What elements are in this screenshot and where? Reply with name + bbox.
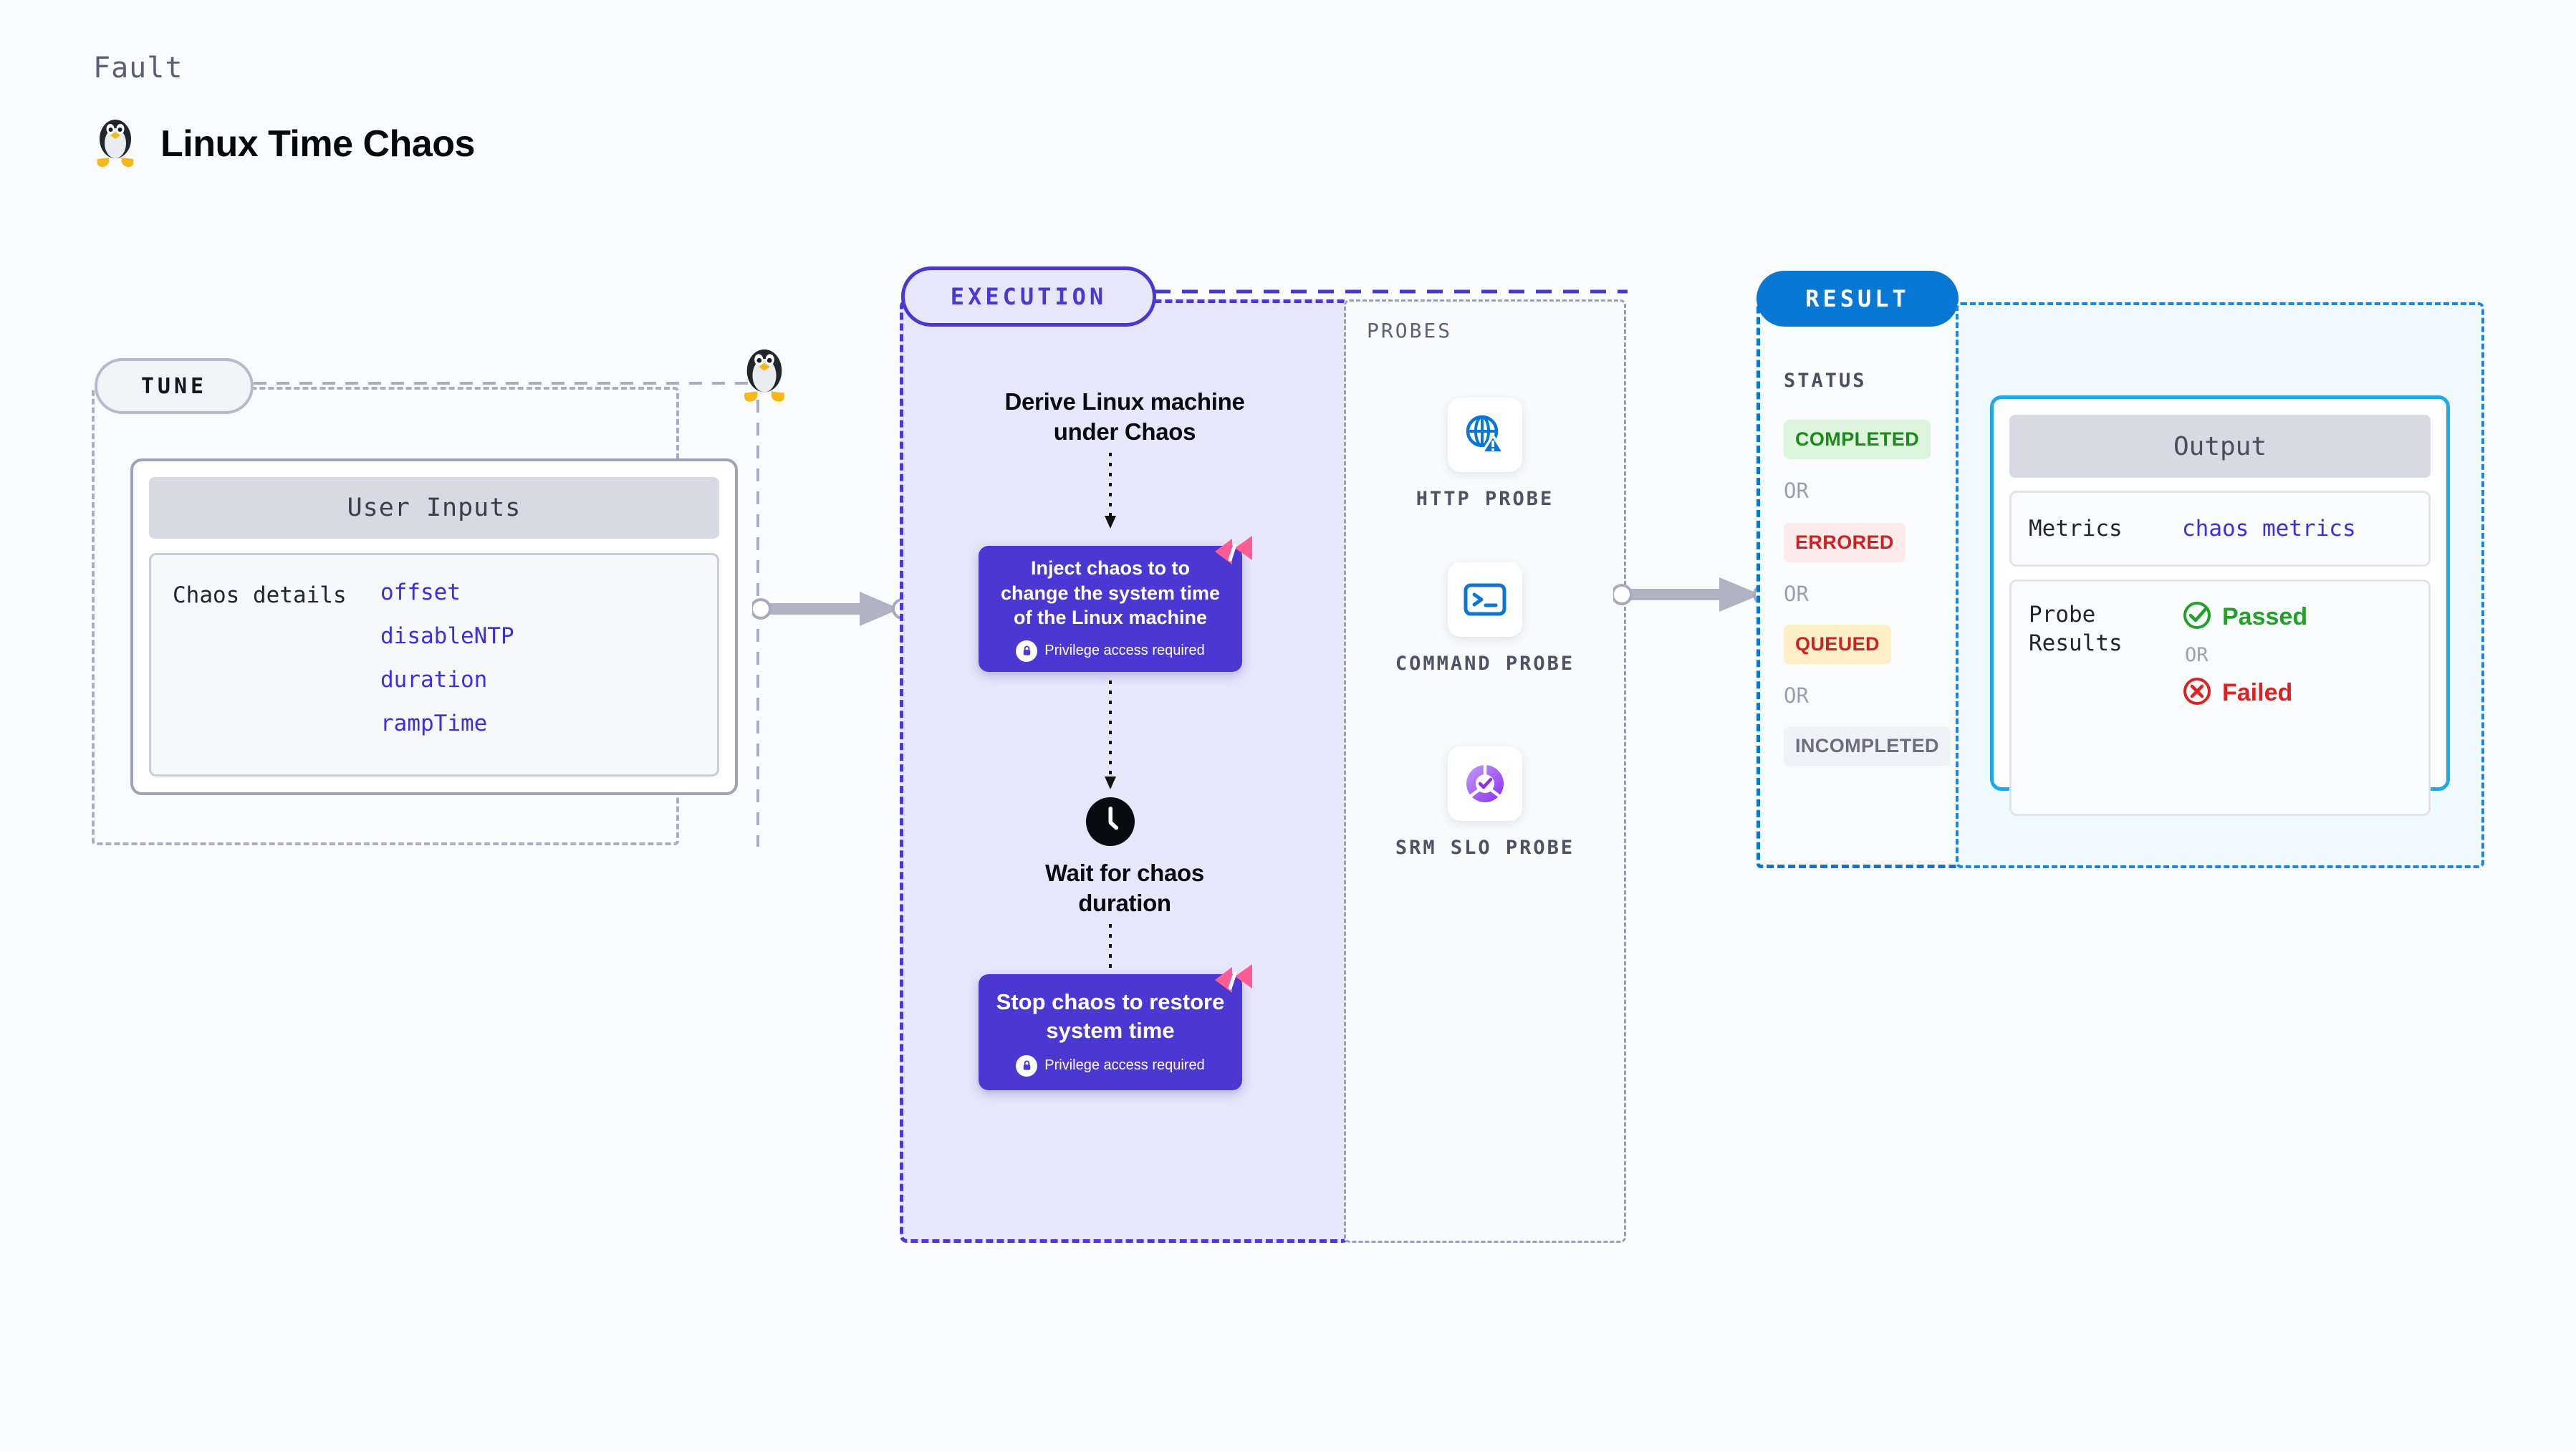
user-inputs-card: User Inputs Chaos details offset disable… [130,458,738,795]
chaos-details-row: Chaos details offset disableNTP duration… [149,553,719,777]
probe-http[interactable]: HTTP PROBE [1392,398,1578,512]
user-inputs-title: User Inputs [149,477,719,539]
page-kicker: Fault [93,52,183,85]
tune-to-penguin-connector [254,382,755,385]
lock-icon [1016,1054,1038,1077]
probes-label: PROBES [1367,319,1453,342]
probe-result-failed: Failed [2182,676,2307,710]
execution-pill: EXECUTION [901,266,1156,327]
probe-http-label: HTTP PROBE [1416,488,1554,510]
execution-step-wait-title: Wait for chaos duration [1045,860,1204,916]
stop-privilege-note: Privilege access required [1016,1054,1205,1077]
execution-step-derive-title: Derive Linux machine under Chaos [1004,388,1245,445]
execution-top-dash [1155,289,1628,294]
output-metrics-row: Metrics chaos metrics [2009,491,2431,567]
stop-privilege-text: Privilege access required [1044,1057,1205,1074]
result-pill: RESULT [1756,271,1959,327]
tune-right-edge [756,400,759,847]
lock-icon [1016,640,1038,662]
passed-label: Passed [2222,603,2308,630]
x-circle-icon [2182,676,2212,710]
stop-card-label: Stop chaos to restore system time [996,989,1225,1043]
page-title: Linux Time Chaos [160,122,475,165]
inject-card-label: Inject chaos to to change the system tim… [1000,557,1221,629]
clock-icon [1085,797,1135,850]
probe-command[interactable]: COMMAND PROBE [1392,562,1578,677]
arrow-inject-to-wait [1105,681,1116,789]
output-probe-results-row: Probe Results Passed OR [2009,580,2431,816]
output-card: Output Metrics chaos metrics Probe Resul… [1990,395,2450,816]
failed-label: Failed [2222,679,2293,706]
check-circle-icon [2182,600,2212,634]
output-title: Output [2009,415,2431,478]
execution-node-stop-chaos[interactable]: Stop chaos to restore system time Privil… [979,964,1252,1090]
status-badge-errored: ERRORED [1784,523,1905,562]
page-title-row: Linux Time Chaos [92,115,475,173]
probe-results-or: OR [2185,644,2209,666]
status-label: STATUS [1784,370,1867,392]
slo-donut-check-icon [1448,746,1522,821]
probe-srm-slo[interactable]: SRM SLO PROBE [1392,746,1578,861]
probe-results-values: Passed OR Failed [2182,600,2307,710]
probe-result-passed: Passed [2182,600,2307,634]
param-disablentp[interactable]: disableNTP [380,623,514,649]
status-badge-queued: QUEUED [1784,625,1891,664]
chaos-params-list: offset disableNTP duration rampTime [380,580,514,750]
execution-node-inject-chaos[interactable]: Inject chaos to to change the system tim… [979,536,1252,672]
probe-command-label: COMMAND PROBE [1395,653,1575,675]
status-or-2: OR [1784,582,1809,606]
chaos-details-label: Chaos details [173,582,347,608]
tune-to-execution-arrow [752,592,913,626]
param-offset[interactable]: offset [380,580,461,605]
metrics-value[interactable]: chaos metrics [2182,516,2356,542]
param-ramptime[interactable]: rampTime [380,711,488,736]
execution-to-result-arrow [1613,577,1774,612]
harness-corner-badge-icon [1213,534,1254,571]
probe-srm-slo-label: SRM SLO PROBE [1395,837,1575,859]
status-badge-incompleted: INCOMPLETED [1784,726,1951,766]
arrow-derive-to-inject [1105,453,1116,529]
param-duration[interactable]: duration [380,667,488,693]
probe-results-key: Probe Results [2029,602,2123,657]
linux-penguin-marker-icon [738,344,791,408]
inject-privilege-note: Privilege access required [1016,640,1205,662]
globe-warning-icon [1448,398,1522,472]
linux-penguin-icon [92,115,139,173]
metrics-key: Metrics [2029,515,2123,542]
status-badge-completed: COMPLETED [1784,420,1931,459]
terminal-icon [1448,562,1522,637]
harness-corner-badge-icon [1213,963,1254,999]
status-or-3: OR [1784,683,1809,708]
status-or-1: OR [1784,479,1809,503]
tune-pill: TUNE [95,358,254,414]
inject-privilege-text: Privilege access required [1044,643,1205,659]
